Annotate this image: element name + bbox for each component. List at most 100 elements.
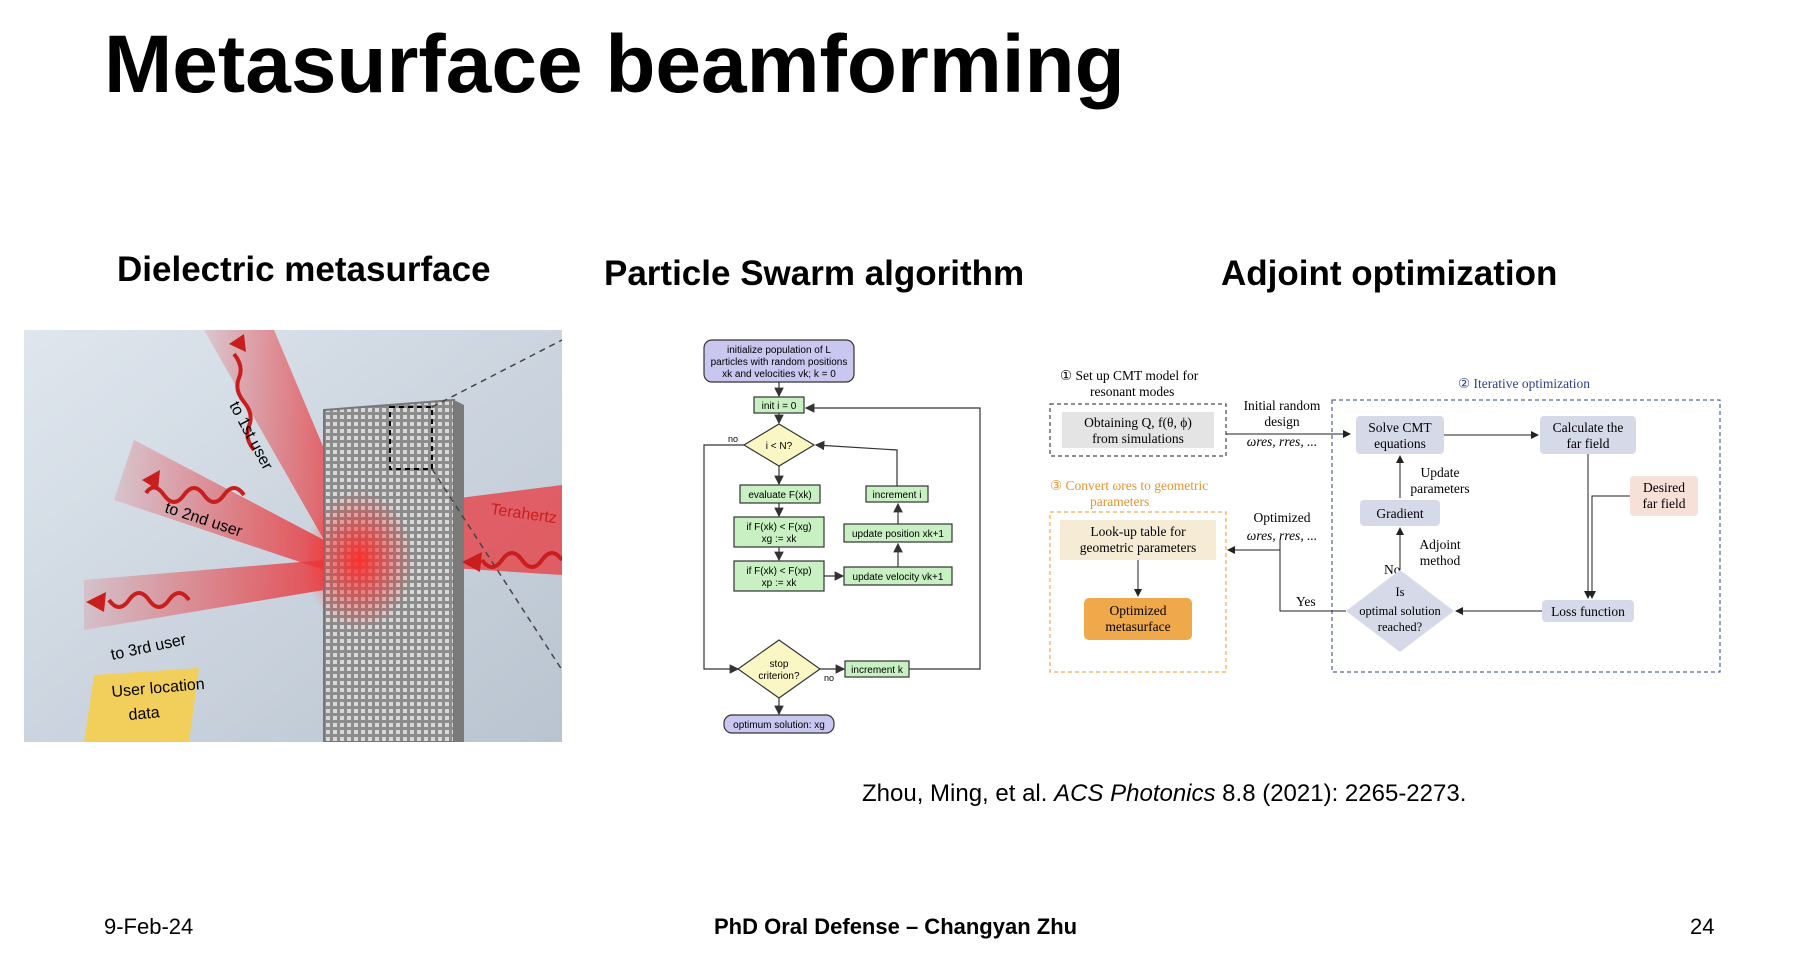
text-obtaining-l2: from simulations [1092,431,1184,446]
node-desired-far-field [1630,476,1698,516]
zoom-line-bottom [431,468,562,671]
text-if-g-l2: xg := xk [762,534,798,545]
citation-journal: ACS Photonics [1054,780,1216,807]
text-lookup-l1: Look-up table for [1090,524,1186,539]
user-location-sign [84,668,199,742]
node-solve-cmt [1356,416,1444,454]
text-init-pop-l3: xk and velocities vk; k = 0 [722,369,836,380]
text-no1: no [728,434,738,444]
text-init-pop-l2: particles with random positions [711,357,848,368]
text-update-l1: Update [1421,465,1460,480]
panel-edge [454,400,464,742]
text-stop-l2: criterion? [758,671,800,682]
node-if-global [733,516,825,548]
pso-flowchart: initialize population of L particles wit… [703,339,981,734]
label-user-location-line2: data [128,704,161,724]
wave-arrow-user3 [107,591,191,609]
hotspot [304,490,414,630]
node-is-optimal [1346,570,1454,652]
text-step2: ② Iterative optimization [1458,376,1590,391]
text-solve-l1: Solve CMT [1368,420,1432,435]
edge-inck-to-init [804,403,981,670]
text-update-l2: parameters [1410,481,1469,496]
text-gradient: Gradient [1376,506,1423,521]
box-step2 [1331,399,1721,673]
beam-user3 [84,560,324,630]
node-loss-function [1542,600,1634,622]
text-yes: Yes [1296,594,1316,609]
slide-title: Metasurface beamforming [104,19,1125,110]
edge-desired-to-loss [1588,495,1630,599]
text-step1-l1: ① Set up CMT model for [1060,368,1199,383]
citation-authors: Zhou, Ming, et al. [862,780,1055,807]
text-desired-l2: far field [1642,496,1685,511]
text-if-p-l2: xp := xk [762,578,798,589]
text-is-l2: optimal solution [1359,604,1441,618]
text-optsurf-l1: Optimized [1110,603,1167,618]
text-lookup-l2: geometric parameters [1080,540,1197,555]
text-optsurf-l2: metasurface [1105,619,1170,634]
text-if-g-l1: if F(xk) < F(xg) [746,522,811,533]
text-increment-i: increment i [873,490,922,501]
text-increment-k: increment k [851,665,904,676]
metasurface-illustration: to 1st user to 2nd user to 3rd user Tera… [24,330,562,742]
text-calc-l1: Calculate the [1553,420,1624,435]
footer-date: 9-Feb-24 [104,914,194,939]
adjoint-diagram: ① Set up CMT model for resonant modes Ob… [1049,368,1721,673]
box-step3 [1049,511,1227,673]
footer-page-number: 24 [1690,914,1715,939]
text-cond-i: i < N? [766,441,793,452]
node-evaluate [739,484,821,504]
citation: Zhou, Ming, et al. ACS Photonics 8.8 (20… [862,780,1466,808]
heading-adjoint-optimization: Adjoint optimization [1221,254,1558,293]
text-obtaining-l1: Obtaining Q, f(θ, ϕ) [1084,415,1192,430]
beam-user1 [204,330,354,540]
edge-is-yes-up [1279,540,1346,612]
text-init-pop-l1: initialize population of L [727,345,831,356]
text-calc-l2: far field [1566,436,1609,451]
text-solve-l2: equations [1374,436,1426,451]
heading-dielectric-metasurface: Dielectric metasurface [117,250,491,289]
text-step3-l2: parameters [1090,494,1149,509]
text-step1-l2: resonant modes [1090,384,1174,399]
text-adjoint-l2: method [1420,553,1461,568]
wave-arrow-user1 [232,352,256,452]
node-optimum [723,714,835,734]
text-step3-l1: ③ Convert ωres to geometric [1050,478,1208,493]
text-optimum: optimum solution: xg [733,720,825,731]
arrow-head-user1 [229,334,246,352]
text-is-l1: Is [1395,585,1404,599]
text-stop-l1: stop [770,659,789,670]
box-step1 [1049,403,1227,457]
text-update-pos: update position xk+1 [852,529,944,540]
text-loss: Loss function [1551,604,1625,619]
beam-user2 [114,440,324,570]
text-initial-l1: Initial random [1244,398,1321,413]
text-adjoint-l1: Adjoint [1419,537,1461,552]
text-if-p-l1: if F(xk) < F(xp) [746,566,811,577]
node-gradient [1360,500,1440,526]
edge-cond-no [703,444,744,674]
text-initial-l2: design [1264,414,1299,429]
arrow-head-user2 [142,470,160,490]
wave-arrow-incident [480,551,562,569]
text-no2: no [824,673,834,683]
text-init-i: init i = 0 [762,401,797,412]
zoom-line-top [431,339,562,408]
citation-details: 8.8 (2021): 2265-2273. [1215,780,1467,807]
wave-arrow-user2 [144,485,246,504]
text-is-l3: reached? [1378,620,1423,634]
heading-particle-swarm: Particle Swarm algorithm [604,254,1025,293]
arrow-head-user3 [86,592,106,612]
text-optimized-l1: Optimized [1254,510,1311,525]
footer-presenter: PhD Oral Defense – Changyan Zhu [714,914,1078,939]
edge-inci-to-cond [814,440,898,486]
node-optimized-metasurface [1084,598,1192,640]
text-evaluate: evaluate F(xk) [748,490,811,501]
zoom-box [389,406,433,470]
text-optimized-l2: ωres, rres, ... [1247,528,1317,543]
arrow-head-incident [462,552,482,572]
node-obtaining [1062,412,1214,448]
node-lookup-table [1060,520,1216,560]
